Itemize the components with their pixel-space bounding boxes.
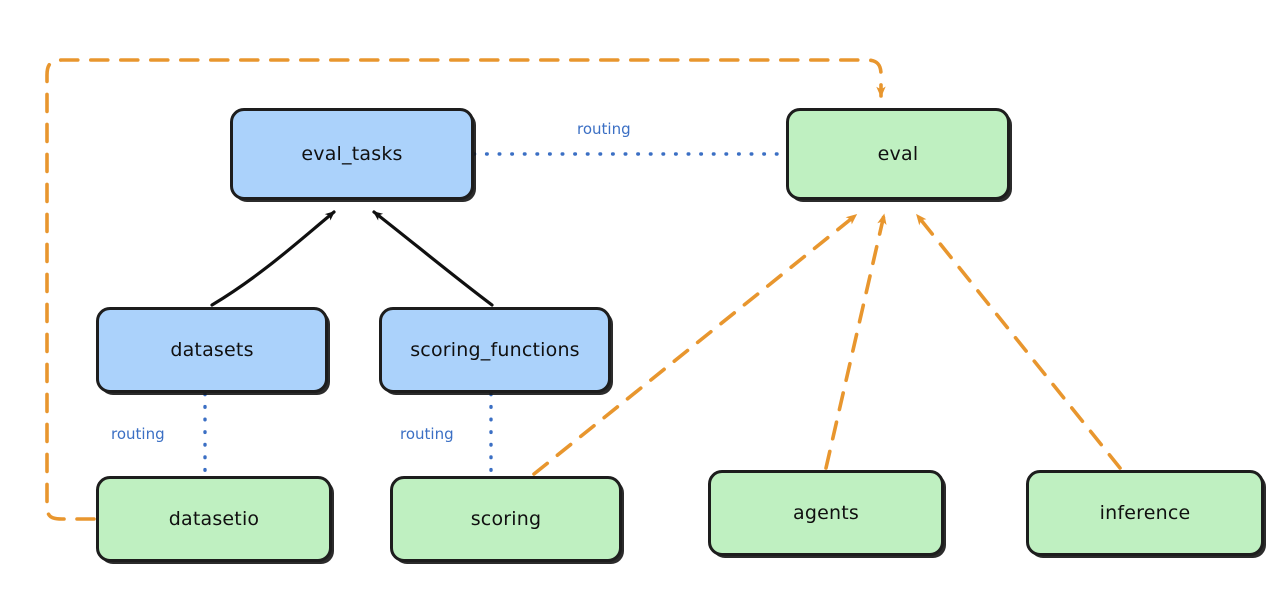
node-agents[interactable]: agents [708,470,944,556]
node-scoring-functions[interactable]: scoring_functions [379,307,611,393]
edge-label-routing-datasets-datasetio: routing [111,425,165,443]
edge-datasetio-to-eval [45,58,886,521]
node-label-scoring: scoring [470,508,542,530]
edge-agents-to-eval [824,213,887,470]
node-eval[interactable]: eval [786,108,1010,200]
node-label-datasetio: datasetio [168,508,260,530]
node-scoring[interactable]: scoring [390,476,622,562]
node-label-eval-tasks: eval_tasks [301,143,403,165]
edge-datasets-to-eval-tasks [210,210,336,307]
node-label-inference: inference [1099,502,1191,524]
node-eval-tasks[interactable]: eval_tasks [230,108,474,200]
node-label-agents: agents [793,502,859,524]
edge-inference-to-eval [915,213,1122,470]
edge-label-routing-scoring-functions-scoring: routing [400,425,454,443]
node-datasetio[interactable]: datasetio [96,476,332,562]
node-inference[interactable]: inference [1026,470,1264,556]
node-label-datasets: datasets [170,339,254,361]
edge-scoring-functions-to-eval-tasks [372,210,494,307]
edge-scoring-to-eval [532,213,858,476]
edge-label-routing-eval-tasks-eval: routing [577,120,631,138]
node-datasets[interactable]: datasets [96,307,328,393]
node-label-scoring-functions: scoring_functions [410,339,580,361]
node-label-eval: eval [877,143,919,165]
